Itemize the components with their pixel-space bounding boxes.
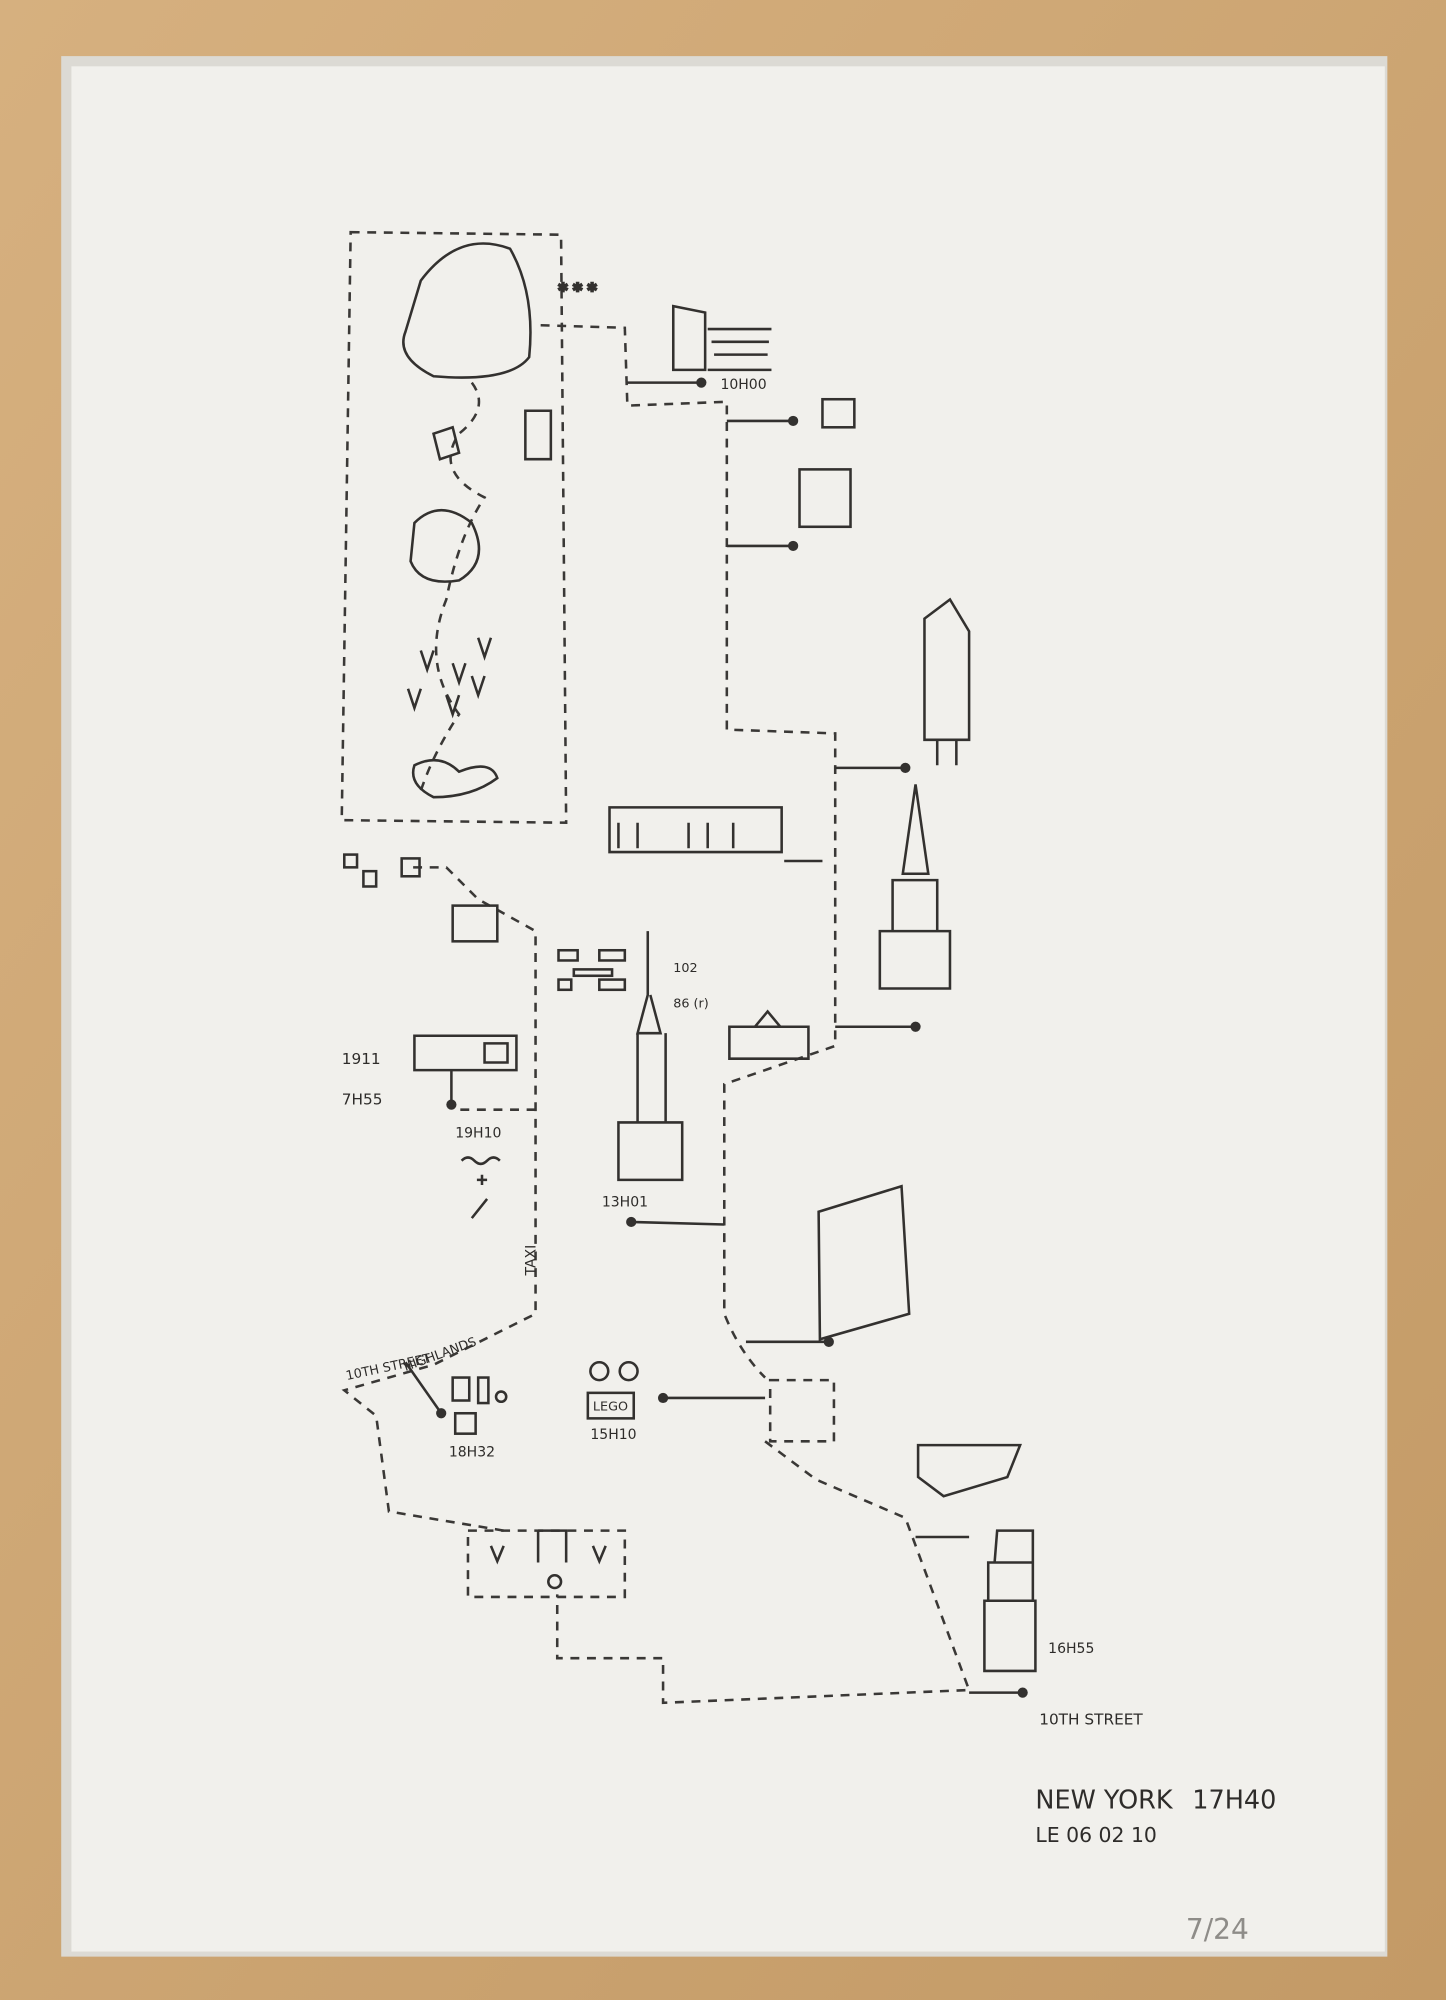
empire-state-building-icon [617,931,684,1182]
chrysler-building-icon [878,784,952,990]
whitney-icon [798,468,852,529]
new-museum-icon [983,1529,1037,1673]
time-19h10: 19H10 [455,1126,501,1142]
music-icon [460,1156,501,1219]
edition-number: 7/24 [1186,1913,1249,1946]
park-path [419,381,487,792]
union-square-icon [768,1378,836,1443]
guggenheim-time: 10H00 [720,377,766,393]
park-trees-icon: * * * [406,279,598,799]
lego-store-icon [586,1360,639,1420]
museum-icon [451,904,499,943]
empire-floor-86: 86 (r) [673,997,708,1012]
empire-floor-102: 102 [673,961,697,976]
highlands-time: 18H32 [449,1445,495,1461]
svg-text:* * *: * * * [559,280,597,301]
paper [71,66,1385,1952]
lego-time: 15H10 [590,1427,636,1443]
lego-label: LEGO [593,1400,628,1415]
skyscraper-icon [923,597,971,766]
deconstructed-building-icon [916,1443,1022,1498]
reservoir-icon [402,242,532,379]
taxi-label: TAXI [524,1245,540,1277]
new-museum-time: 16H55 [1048,1641,1094,1657]
shops-icon [343,853,421,888]
tenth-street-right-label: 10TH STREET [1039,1710,1143,1728]
empire-time: 13H01 [602,1195,648,1211]
hotel-floorplan-icon [413,1034,518,1072]
washington-square-icon [466,1529,627,1599]
arches-building-icon [608,806,783,854]
central-park-boundary [340,230,568,824]
grand-central-icon [728,1009,810,1060]
block-plan-icon [557,948,627,992]
walking-route [341,323,971,1705]
office-building-icon [817,1184,911,1341]
year-1911: 1911 [342,1050,381,1068]
guggenheim-icon [671,304,772,372]
drinks-icon [451,1376,508,1435]
artwork-date: LE 06 02 10 [1035,1823,1157,1847]
artwork-title: NEW YORK [1035,1786,1173,1816]
flag-building-icon [821,397,856,429]
time-7h55: 7H55 [342,1091,383,1109]
artwork-end-time: 17H40 [1192,1786,1276,1816]
